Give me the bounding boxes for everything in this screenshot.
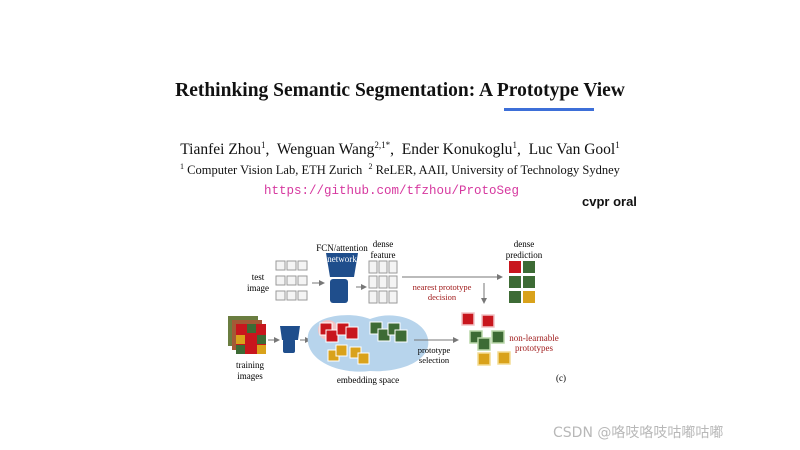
code-link[interactable]: https://github.com/tfzhou/ProtoSeg	[264, 184, 520, 198]
method-figure: test image FCN/attention network dense f…	[228, 239, 566, 385]
nearest-prototype-label: nearest prototype	[413, 282, 472, 292]
network-block	[280, 326, 300, 353]
paper-title: Rethinking Semantic Segmentation: A Prot…	[175, 80, 625, 101]
title-underline	[504, 108, 594, 111]
author-list: Tianfei Zhou1, Wenguan Wang2,1*, Ender K…	[180, 140, 620, 159]
author-affiliation-mark: 1	[615, 140, 620, 150]
panel-label: (c)	[556, 373, 566, 383]
affiliation-list: 1 Computer Vision Lab, ETH Zurich 2 ReLE…	[0, 162, 800, 178]
affiliation-mark: 1	[180, 162, 185, 171]
author-name: Luc Van Gool	[528, 141, 616, 159]
test-image-label: image	[247, 283, 269, 293]
affiliation-name: Computer Vision Lab, ETH Zurich	[187, 163, 363, 178]
author-affiliation-mark: 1	[261, 140, 266, 150]
dense-prediction-label: prediction	[506, 250, 543, 260]
non-learnable-label: prototypes	[515, 343, 553, 353]
author-name: Ender Konukoglu	[401, 141, 513, 159]
prototype-selection-label: prototype	[418, 345, 451, 355]
training-images-label: images	[237, 371, 263, 381]
training-image-stack	[228, 316, 266, 354]
green-cluster	[369, 321, 408, 343]
test-image-grid	[275, 260, 308, 301]
oral-note: cvpr oral	[582, 194, 637, 209]
test-image-label: test	[252, 272, 265, 282]
nearest-prototype-label: decision	[428, 292, 457, 302]
non-learnable-label: non-learnable	[509, 333, 558, 343]
author-name: Wenguan Wang	[276, 141, 375, 159]
network-block	[326, 253, 358, 303]
author-affiliation-mark: 2,1*	[374, 140, 391, 150]
author-affiliation-mark: 1	[512, 140, 517, 150]
dense-feature-label: dense	[373, 239, 394, 249]
affiliation-mark: 2	[368, 162, 373, 171]
network-label: FCN/attention	[316, 243, 368, 253]
dense-feature-label: feature	[371, 250, 396, 260]
author-name: Tianfei Zhou	[180, 141, 262, 159]
affiliation-name: ReLER, AAII, University of Technology Sy…	[375, 163, 620, 178]
embedding-space-label: embedding space	[337, 375, 399, 385]
network-label: network	[327, 254, 357, 264]
selected-prototypes	[461, 312, 511, 366]
training-images-label: training	[236, 360, 264, 370]
prototype-selection-label: selection	[419, 355, 450, 365]
red-cluster	[318, 320, 359, 343]
watermark: CSDN @咯吱咯吱咕嘟咕嘟	[553, 425, 724, 441]
dense-feature-grid	[368, 260, 398, 304]
yellow-cluster	[327, 344, 370, 365]
dense-prediction-grid	[509, 261, 535, 303]
dense-prediction-label: dense	[514, 239, 535, 249]
